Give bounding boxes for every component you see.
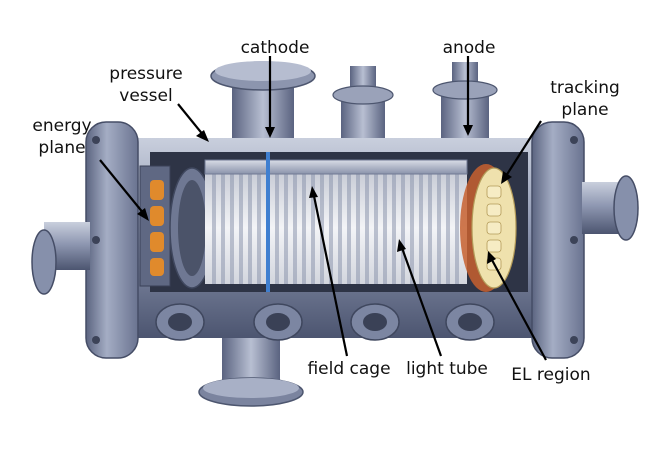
energy-plane-label-line2: plane [38, 138, 85, 158]
right-end-flange [531, 121, 585, 359]
field-cage-ring [293, 172, 297, 284]
field-cage-ring [419, 172, 423, 284]
tracking-plane-label-line1: tracking [550, 78, 620, 98]
pressure-vessel-arrow [177, 103, 205, 137]
field-cage-ring [437, 172, 441, 284]
tracking-plane-label-line2: plane [561, 100, 608, 120]
top-nozzle-cathode [210, 61, 316, 148]
field-cage-ring [410, 172, 414, 284]
cathode-label: cathode [241, 38, 310, 58]
field-cage-label: field cage [307, 359, 390, 379]
el-region-label: EL region [511, 365, 590, 385]
field-cage-ring [338, 172, 342, 284]
light-tube-arrow [400, 247, 443, 357]
label-arrows [99, 56, 547, 361]
tracking-plane [460, 164, 517, 292]
bottom-ports [155, 303, 495, 341]
anode-label: anode [443, 38, 496, 58]
field-cage-ring [302, 172, 306, 284]
el-region-arrow [491, 259, 547, 361]
energy-plane-arrow [99, 159, 145, 215]
pressure-vessel-label-line2: vessel [119, 86, 172, 106]
tracking-plane-arrow [505, 120, 542, 177]
top-nozzle-anode [432, 62, 498, 148]
field-cage-ring [284, 172, 288, 284]
field-cage-ring [428, 172, 432, 284]
field-cage-ring [320, 172, 324, 284]
top-nozzle-middle [332, 66, 394, 148]
field-cage-ring [239, 172, 243, 284]
field-cage-ring [347, 172, 351, 284]
field-cage-ring [248, 172, 252, 284]
energy-plane [139, 165, 215, 289]
energy-plane-label-line1: energy [32, 116, 91, 136]
field-cage-top-brace [204, 159, 468, 175]
field-cage-ring [383, 172, 387, 284]
field-cage-ring [212, 172, 216, 284]
field-cage-ring [446, 172, 450, 284]
field-cage-ring [374, 172, 378, 284]
field-cage-ring [230, 172, 234, 284]
field-cage-ring [275, 172, 279, 284]
field-cage-ring [221, 172, 225, 284]
light-tube-label: light tube [406, 359, 488, 379]
field-cage-ring [329, 172, 333, 284]
field-cage-arrow [312, 195, 349, 357]
pressure-vessel-label-line1: pressure [109, 64, 182, 84]
field-cage-ring [365, 172, 369, 284]
field-cage-ring [401, 172, 405, 284]
left-side-nozzle [31, 222, 90, 295]
field-cage-ring [356, 172, 360, 284]
labels: cathode anode pressure vessel tracking p… [32, 38, 619, 385]
field-cage-ring [392, 172, 396, 284]
field-cage-ring [257, 172, 261, 284]
field-cage-ring [455, 172, 459, 284]
left-end-flange [85, 121, 139, 359]
right-side-nozzle [582, 175, 639, 241]
field-cage [204, 152, 468, 292]
field-cage-ring [311, 172, 315, 284]
